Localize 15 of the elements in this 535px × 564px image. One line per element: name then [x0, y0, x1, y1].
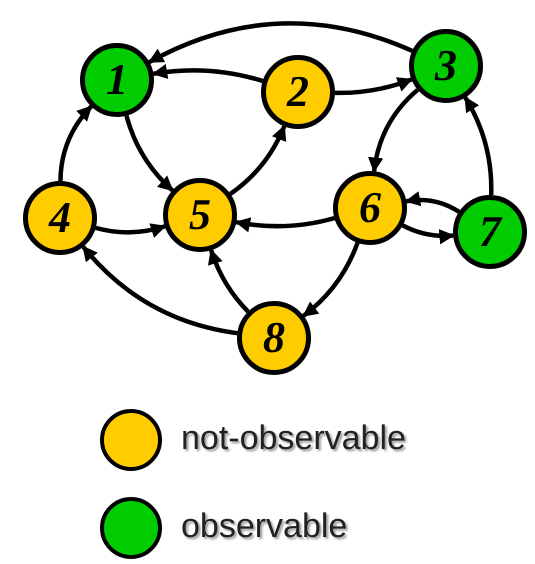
arrow: [124, 115, 174, 192]
arrow: [402, 223, 455, 244]
node-number: 1: [106, 58, 128, 102]
arrow: [58, 104, 93, 182]
node-number: 4: [49, 196, 71, 240]
node-number: 6: [359, 186, 381, 230]
node-number: 8: [263, 316, 285, 360]
arrow: [82, 245, 238, 336]
legend-label: not-observable: [181, 421, 406, 455]
node-number: 7: [479, 210, 501, 254]
node-number: 5: [189, 193, 211, 237]
arrow: [368, 88, 420, 173]
legend-label: observable: [181, 509, 348, 543]
node-number: 2: [287, 70, 309, 114]
node-number: 3: [435, 44, 457, 88]
